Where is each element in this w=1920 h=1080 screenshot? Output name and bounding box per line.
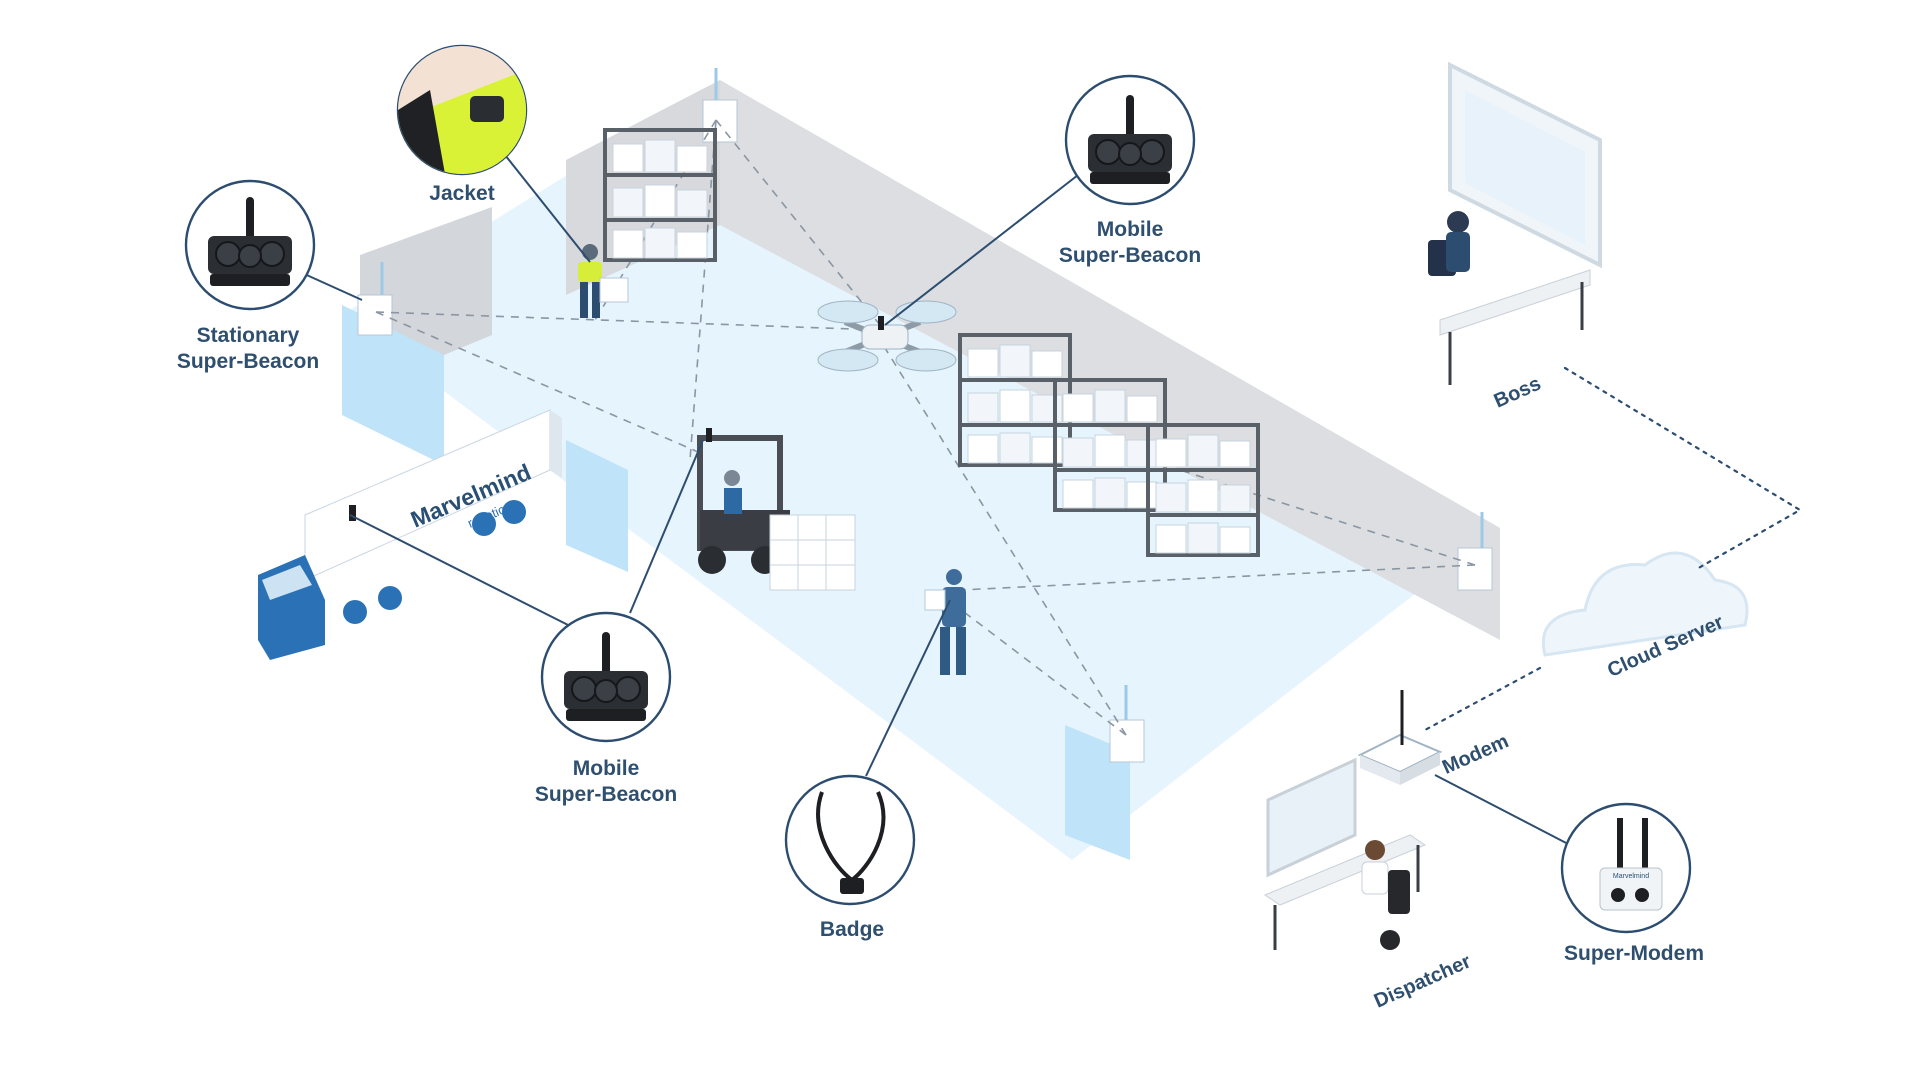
boss-station [1428, 61, 1602, 385]
worker-icon [924, 569, 966, 675]
label-jacket: Jacket [429, 182, 494, 205]
badge-lanyard-icon [816, 791, 886, 894]
label-boss: Boss [1491, 373, 1545, 413]
label-mobile-bottom-line2: Super-Beacon [535, 783, 677, 806]
worker-icon [578, 244, 629, 318]
drone-icon [817, 300, 957, 372]
wall-beacon-right [1457, 512, 1493, 591]
wall-beacon-left [357, 262, 393, 336]
front-wall-panel-1 [342, 305, 444, 465]
jacket-tag-icon [398, 46, 526, 174]
router-icon [1357, 690, 1443, 785]
back-wall-right [720, 80, 1500, 640]
super-modem-brand-text: Marvelmind [1613, 873, 1649, 880]
label-mobile-top-line1: Mobile [1097, 218, 1164, 241]
callout-super-modem: Marvelmind Super-Modem [1560, 802, 1704, 965]
label-mobile-top-line2: Super-Beacon [1059, 244, 1201, 267]
callout-mobile-super-beacon-vehicles: Mobile Super-Beacon [535, 611, 677, 806]
dispatcher-station [1263, 757, 1427, 950]
warehouse-floor [342, 80, 1500, 860]
callout-mobile-super-beacon-drone: Mobile Super-Beacon [1059, 74, 1201, 267]
callout-leaders [299, 154, 1571, 846]
rack-4 [1146, 423, 1260, 557]
super-modem-icon: Marvelmind [1599, 818, 1663, 911]
front-wall-panel-2 [566, 440, 628, 572]
label-super-modem: Super-Modem [1564, 942, 1704, 965]
rack-1 [603, 128, 717, 262]
label-stationary-line2: Super-Beacon [177, 350, 319, 373]
callout-jacket: Jacket [396, 44, 528, 205]
monitor-icon [1266, 757, 1357, 878]
label-modem: Modem [1439, 730, 1512, 779]
cloud-icon [1541, 551, 1749, 657]
label-badge: Badge [820, 918, 884, 941]
wall-beacon-bottom [1109, 685, 1145, 763]
label-stationary-line1: Stationary [197, 324, 300, 347]
network-paths [1423, 366, 1803, 732]
wall-beacon-top [702, 68, 738, 143]
forklift-icon [697, 428, 856, 591]
label-dispatcher: Dispatcher [1371, 950, 1475, 1012]
callout-badge: Badge [784, 774, 916, 941]
callout-stationary-super-beacon: Stationary Super-Beacon [177, 179, 319, 373]
label-mobile-bottom-line1: Mobile [573, 757, 640, 780]
